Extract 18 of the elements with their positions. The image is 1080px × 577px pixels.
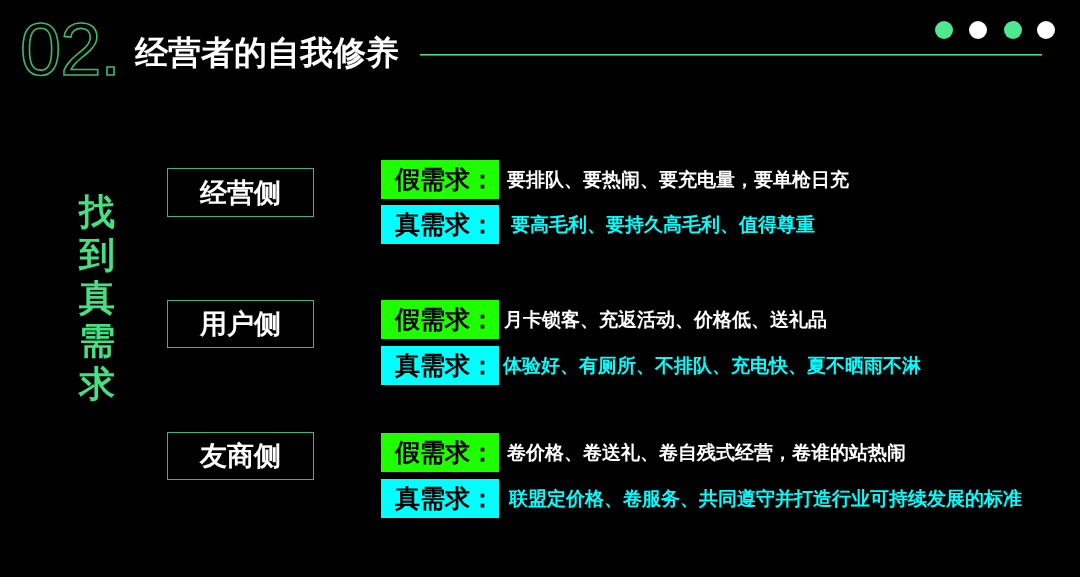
- need-description: 月卡锁客、充返活动、价格低、送礼品: [504, 307, 827, 332]
- need-description: 要高毛利、要持久高毛利、值得尊重: [511, 212, 815, 237]
- slide-title: 经营者的自我修养: [135, 34, 399, 72]
- need-description: 联盟定价格、卷服务、共同遵守并打造行业可持续发展的标准: [509, 486, 1022, 511]
- need-description: 要排队、要热闹、要充电量，要单枪日充: [507, 167, 849, 192]
- need-label-box: 真需求：: [381, 479, 499, 518]
- need-description: 卷价格、卷送礼、卷自残式经营，卷谁的站热闹: [507, 440, 906, 465]
- category-box: 经营侧: [167, 168, 314, 217]
- need-label-box: 真需求：: [381, 346, 499, 385]
- need-label-box: 假需求：: [381, 433, 499, 472]
- category-box: 用户侧: [167, 300, 314, 348]
- need-label-box: 假需求：: [381, 300, 499, 339]
- vertical-heading: 找到真需求: [78, 190, 115, 405]
- need-label-box: 真需求：: [381, 205, 499, 244]
- category-box: 友商侧: [167, 432, 314, 480]
- section-number: 02.: [20, 22, 120, 78]
- need-description: 体验好、有厕所、不排队、充电快、夏不晒雨不淋: [503, 353, 921, 378]
- need-label-box: 假需求：: [381, 160, 499, 199]
